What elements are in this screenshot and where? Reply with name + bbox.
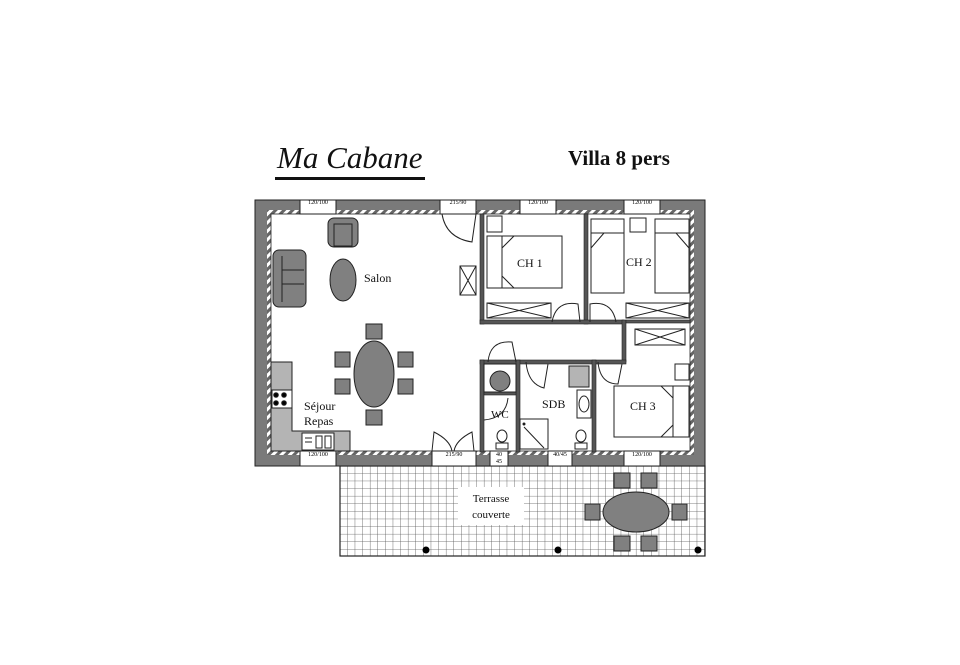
- window-label: 120/100: [308, 452, 328, 458]
- room-label-ch2: CH 2: [626, 255, 652, 269]
- windows-top: [299, 199, 661, 215]
- room-label-salon: Salon: [364, 271, 392, 285]
- sdb-fixtures: [519, 365, 592, 450]
- windows-bottom: [299, 450, 661, 467]
- dining-table: [334, 323, 414, 426]
- window-label: 215/90: [445, 452, 463, 458]
- terrace: [339, 465, 706, 557]
- doors: [431, 213, 623, 452]
- plan-subtitle: Villa 8 pers: [568, 146, 670, 170]
- room-label-terrasse: Terrasse: [472, 493, 510, 505]
- room-label-sdb: SDB: [542, 397, 566, 411]
- window-label: 215/90: [449, 200, 467, 206]
- salon-furniture: [272, 217, 359, 308]
- room-label-sejour: Séjour: [304, 399, 336, 413]
- window-label: 40: [496, 452, 502, 458]
- room-label-ch1: CH 1: [517, 256, 543, 270]
- wc-fixtures: [483, 363, 517, 450]
- pillar: [554, 546, 562, 554]
- pillar: [422, 546, 430, 554]
- window-label: 40/45: [553, 452, 567, 458]
- window-label: 120/100: [632, 200, 652, 206]
- room-label-repas: Repas: [304, 414, 334, 428]
- plan-title: Ma Cabane: [275, 140, 425, 180]
- pillar: [694, 546, 702, 554]
- ch2-furniture: [590, 217, 690, 319]
- window-label: 120/100: [528, 200, 548, 206]
- room-label-wc: WC: [491, 409, 509, 421]
- room-label-ch3: CH 3: [630, 399, 656, 413]
- kitchen: [270, 361, 351, 452]
- room-label-couverte: couverte: [472, 509, 510, 521]
- window-label: 120/100: [632, 452, 652, 458]
- window-label: 45: [496, 459, 502, 465]
- window-label: 120/100: [308, 200, 328, 206]
- ch1-furniture: [486, 215, 563, 319]
- ch3-furniture: [613, 328, 690, 438]
